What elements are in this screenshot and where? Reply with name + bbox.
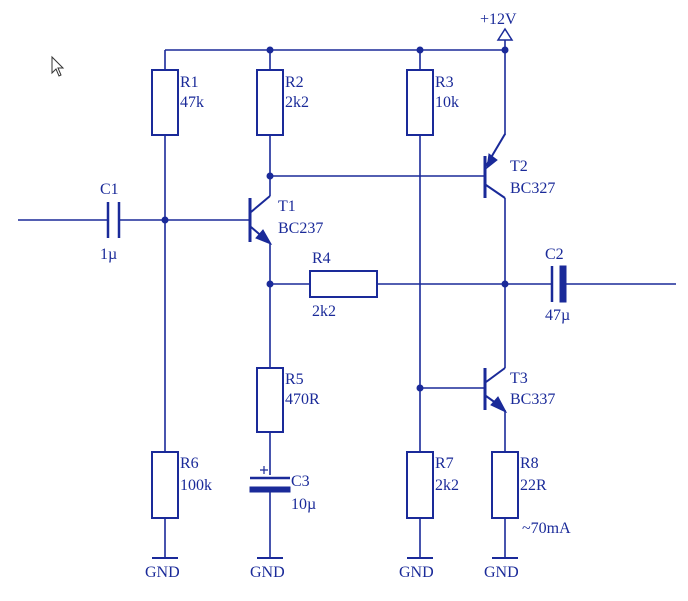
- gnd-label: GND: [250, 564, 285, 581]
- bias-column-wiring: [419, 50, 485, 558]
- r7-value: 2k2: [435, 477, 459, 494]
- supply-rail: +12V: [165, 11, 517, 135]
- capacitor-c1: C1 1µ: [100, 181, 121, 263]
- resistor-r8: R8 22R ~70mA: [491, 451, 571, 537]
- t2-value: BC327: [510, 180, 555, 197]
- ground-gnd-c3: GND: [250, 557, 285, 581]
- capacitor-c2: C2 47µ: [545, 246, 570, 324]
- t3-ref: T3: [510, 370, 528, 387]
- resistor-r3: R3 10k: [406, 69, 459, 136]
- mouse-cursor-icon: [51, 55, 65, 77]
- t3-value: BC337: [510, 391, 555, 408]
- output-column-wiring: [504, 198, 676, 558]
- supply-arrow-icon: [496, 27, 514, 41]
- t1-emitter-arrow-icon: [255, 229, 273, 245]
- r8-current-annotation: ~70mA: [522, 520, 571, 537]
- resistor-r1: R1 47k: [151, 69, 204, 136]
- resistor-r4: R4 2k2: [309, 250, 378, 320]
- r4-value: 2k2: [312, 303, 336, 320]
- c1-ref: C1: [100, 181, 119, 198]
- r3-ref: R3: [435, 74, 454, 91]
- r8-value: 22R: [520, 477, 547, 494]
- c2-ref: C2: [545, 246, 564, 263]
- r6-ref: R6: [180, 455, 199, 472]
- resistor-r5: R5 470R: [256, 367, 320, 433]
- supply-label: +12V: [480, 11, 517, 28]
- junction-dots: [161, 46, 509, 392]
- gnd-label: GND: [145, 564, 180, 581]
- resistor-r2: R2 2k2: [256, 69, 309, 136]
- resistor-r7: R7 2k2: [406, 451, 459, 519]
- r1-value: 47k: [180, 94, 204, 111]
- transistor-t2: T2 BC327: [483, 133, 555, 199]
- t3-emitter-arrow-icon: [490, 396, 508, 414]
- ground-gnd-r8: GND: [484, 557, 519, 581]
- r5-value: 470R: [285, 391, 320, 408]
- r2-ref: R2: [285, 74, 304, 91]
- t2-ref: T2: [510, 158, 528, 175]
- r8-ref: R8: [520, 455, 539, 472]
- r3-value: 10k: [435, 94, 459, 111]
- transistor-t3: T3 BC337: [483, 367, 555, 414]
- c3-value: 10µ: [291, 496, 316, 513]
- ground-gnd-r7: GND: [399, 557, 434, 581]
- transistor-t1: T1 BC237: [248, 195, 323, 245]
- ground-gnd-r6: GND: [145, 557, 180, 581]
- r6-value: 100k: [180, 477, 212, 494]
- r7-ref: R7: [435, 455, 454, 472]
- c1-value: 1µ: [100, 246, 117, 263]
- t1-column-wiring: [269, 50, 552, 558]
- t2-emitter-arrow-icon: [486, 153, 498, 170]
- gnd-label: GND: [399, 564, 434, 581]
- resistor-r6: R6 100k: [151, 451, 212, 519]
- c2-value: 47µ: [545, 307, 570, 324]
- c3-ref: C3: [291, 473, 310, 490]
- r4-ref: R4: [312, 250, 331, 267]
- input-wiring: [18, 50, 249, 558]
- capacitor-c3: C3 10µ: [249, 466, 316, 513]
- r2-value: 2k2: [285, 94, 309, 111]
- gnd-label: GND: [484, 564, 519, 581]
- r1-ref: R1: [180, 74, 199, 91]
- r5-ref: R5: [285, 371, 304, 388]
- t1-ref: T1: [278, 198, 296, 215]
- t1-value: BC237: [278, 220, 323, 237]
